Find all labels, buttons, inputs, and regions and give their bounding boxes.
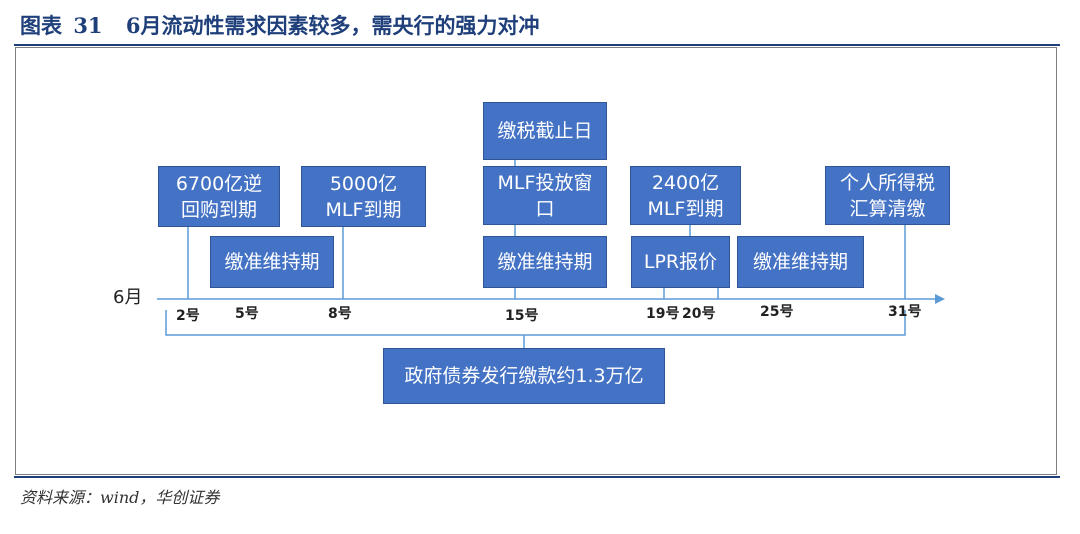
tick-25: 25号	[760, 304, 794, 320]
figure-label: 图表	[20, 13, 62, 38]
event-mlf-5000: 5000亿 MLF到期	[301, 166, 426, 227]
event-reverse-repo: 6700亿逆 回购到期	[158, 166, 280, 227]
top-rule	[14, 44, 1060, 46]
event-rrr-maintenance-3: 缴准维持期	[737, 236, 864, 288]
figure-caption: 6月流动性需求因素较多，需央行的强力对冲	[125, 13, 540, 38]
event-tax-deadline: 缴税截止日	[483, 102, 607, 160]
tick-2: 2号	[176, 308, 200, 324]
figure-title: 图表 31 6月流动性需求因素较多，需央行的强力对冲	[20, 10, 539, 42]
tick-19: 19号	[646, 306, 680, 322]
event-gov-bond-payment: 政府债券发行缴款约1.3万亿	[383, 348, 665, 404]
source-note: 资料来源：wind，华创证券	[20, 488, 220, 507]
event-income-tax: 个人所得税 汇算清缴	[825, 166, 950, 225]
event-mlf-2400: 2400亿 MLF到期	[630, 166, 741, 225]
bottom-rule	[14, 476, 1060, 478]
tick-15: 15号	[505, 308, 539, 324]
event-lpr-quote: LPR报价	[631, 236, 730, 288]
event-rrr-maintenance-2: 缴准维持期	[483, 236, 607, 288]
event-rrr-maintenance-1: 缴准维持期	[210, 236, 334, 288]
figure-number: 31	[73, 13, 103, 38]
tick-20: 20号	[682, 306, 716, 322]
month-label: 6月	[113, 287, 143, 308]
gov-bond-bracket	[165, 310, 906, 336]
tick-31: 31号	[888, 304, 922, 320]
tick-5: 5号	[235, 306, 259, 322]
tick-8: 8号	[328, 306, 352, 322]
event-mlf-issue: MLF投放窗 口	[483, 166, 607, 225]
timeline-arrowhead	[935, 294, 945, 304]
